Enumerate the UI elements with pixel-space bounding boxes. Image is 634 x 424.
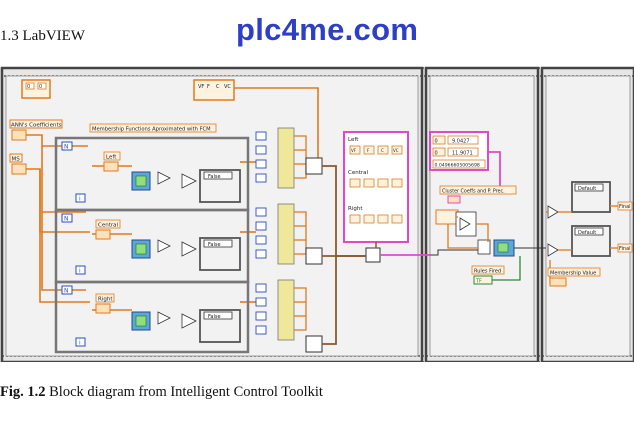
svg-text:N: N: [64, 288, 69, 295]
row-label-central: Central: [98, 223, 118, 229]
cluster-coeffs-label: Cluster Coeffs and P. Prec.: [439, 185, 517, 204]
watermark-text: plc4me.com: [236, 12, 419, 47]
svg-text:N: N: [64, 216, 69, 223]
cluster-top: VF F C VC: [193, 79, 235, 101]
membership-cluster-panel: Left Central Right VF F C VC: [343, 131, 409, 243]
svg-text:0: 0: [435, 151, 438, 157]
row-label-left: Left: [106, 155, 117, 161]
final-label-2: Final: [619, 246, 631, 252]
case-default-label: Default: [578, 186, 596, 192]
svg-text:C: C: [216, 84, 220, 90]
svg-text:0: 0: [435, 139, 438, 145]
figure-label: Fig. 1.2: [0, 384, 46, 400]
svg-text:0.04966605005698: 0.04966605005698: [435, 162, 480, 168]
anns-coeff-label: ANN's Coefficients: [11, 123, 62, 129]
membership-functions-label: Membership Functions Aproximated with FC…: [89, 123, 217, 133]
svg-text:i: i: [79, 268, 81, 275]
svg-text:F: F: [207, 84, 210, 90]
svg-text:i: i: [79, 340, 81, 347]
svg-text:VC: VC: [224, 84, 231, 90]
labview-block-diagram: 0 0 ANN's Coefficients MS Membership Fun…: [0, 66, 634, 362]
svg-text:VF: VF: [351, 148, 357, 153]
cluster-group-right: Right: [348, 206, 363, 212]
svg-text:VF: VF: [198, 84, 204, 90]
numeric-zero-1: 0: [27, 84, 30, 90]
final-output-left: Default Final: [547, 181, 633, 219]
membership-value-label: Membership Value: [547, 267, 601, 287]
numeric-zero-2: 0: [39, 84, 42, 90]
rules-fired-tag: TF: [475, 278, 482, 284]
case-false-label: False: [208, 174, 221, 180]
svg-text:Cluster Coeffs and P. Prec.: Cluster Coeffs and P. Prec.: [442, 188, 505, 194]
svg-text:9.0427: 9.0427: [452, 139, 470, 145]
svg-text:Default: Default: [578, 230, 596, 236]
svg-text:Membership Functions Aproximat: Membership Functions Aproximated with FC…: [92, 127, 211, 133]
svg-text:Membership Value: Membership Value: [550, 270, 596, 276]
loop-n-label: N: [64, 144, 69, 151]
figure-caption-text: Block diagram from Intelligent Control T…: [49, 384, 323, 400]
cluster-group-left: Left: [348, 137, 359, 143]
svg-text:11.9071: 11.9071: [452, 151, 473, 157]
loop-i-label: i: [79, 196, 81, 203]
final-label-1: Final: [619, 204, 631, 210]
svg-text:Rules Fired: Rules Fired: [474, 268, 501, 274]
row-label-right: Right: [98, 297, 113, 303]
coefficient-constants: 0 9.0427 0 11.9071 0.04966605005698: [429, 131, 489, 171]
numeric-indicator: 0 0: [21, 79, 51, 99]
for-loop-right: N i Right False: [54, 280, 250, 354]
svg-text:C: C: [381, 148, 384, 153]
svg-text:F: F: [367, 148, 370, 153]
figure-caption: Fig. 1.2 Block diagram from Intelligent …: [0, 384, 323, 401]
ms-label: MS: [12, 157, 21, 163]
svg-text:VC: VC: [393, 148, 399, 153]
section-header: 1.3 LabVIEW: [0, 28, 85, 44]
svg-text:False: False: [208, 314, 221, 320]
cluster-group-central: Central: [348, 170, 368, 176]
svg-text:False: False: [208, 242, 221, 248]
